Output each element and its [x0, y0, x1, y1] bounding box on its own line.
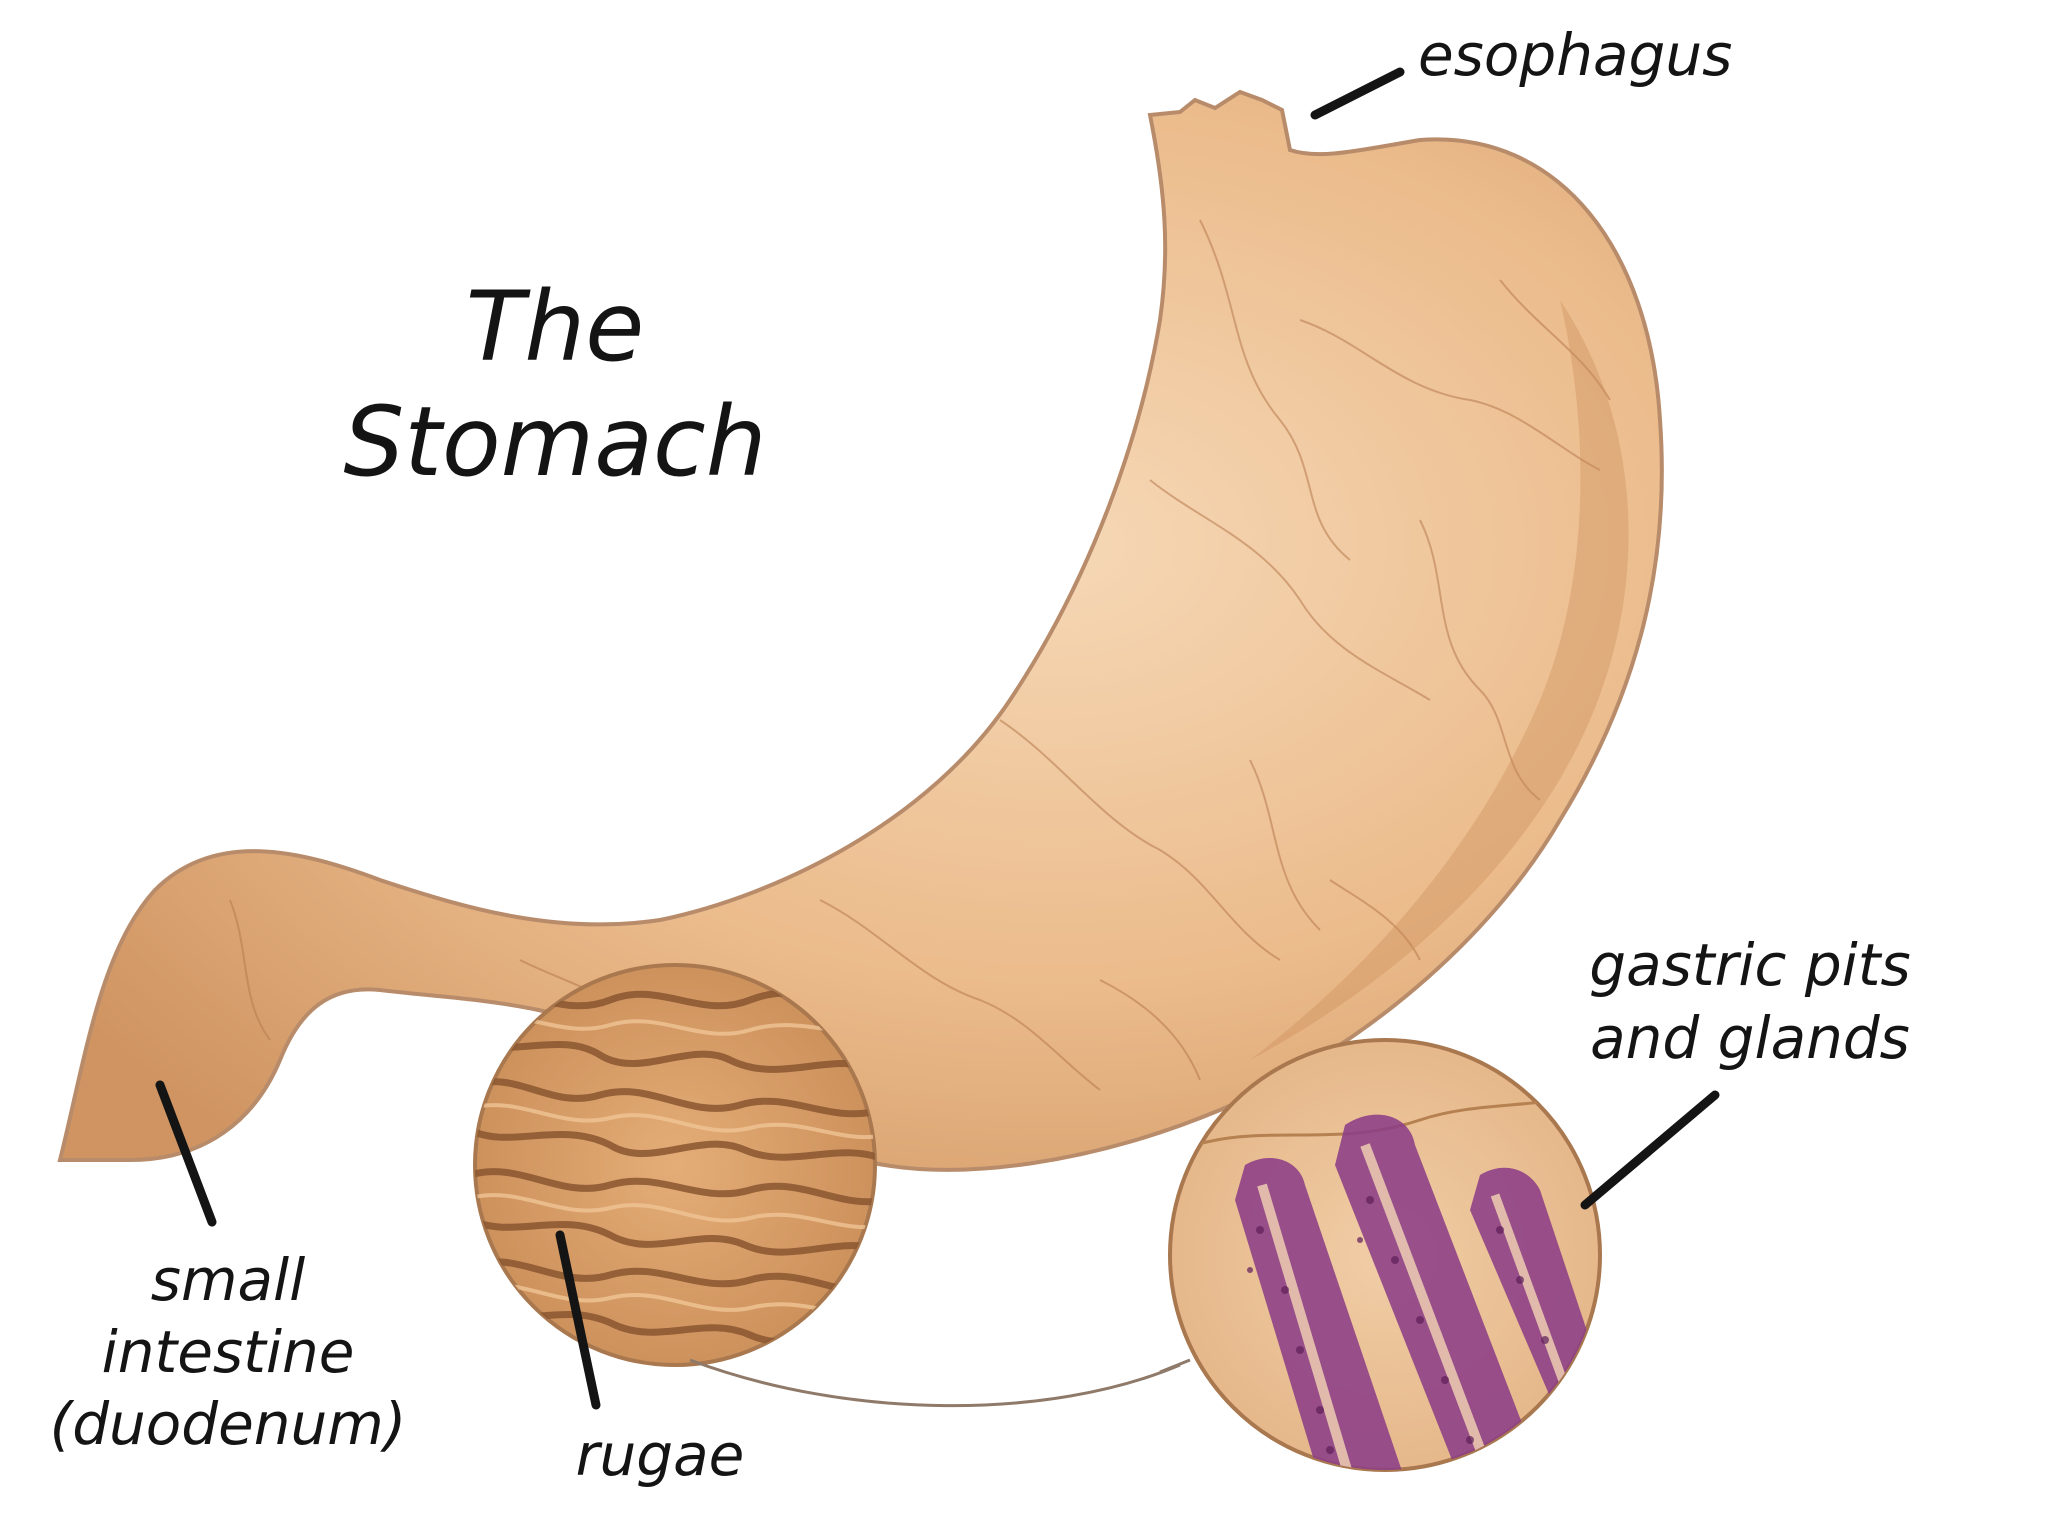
- esophagus-label: esophagus: [1418, 21, 1732, 89]
- gastric-pits-label-line2: and glands: [1590, 1004, 1910, 1072]
- rugae-label: rugae: [576, 1421, 745, 1489]
- small-intestine-label-line2: intestine: [102, 1318, 355, 1386]
- small-intestine-label-line3: (duodenum): [50, 1390, 407, 1458]
- stomach-illustration: [57, 89, 1664, 1172]
- esophagus-leader-line: [1310, 67, 1405, 120]
- rugae-magnified-circle: [473, 963, 877, 1367]
- gastric-leader-line: [1580, 1090, 1720, 1210]
- diagram-title-line1: The: [466, 271, 645, 383]
- stomach-shading: [1250, 300, 1629, 1060]
- magnifier-connector: [689, 1358, 1181, 1408]
- small-intestine-leader-line: [155, 1080, 217, 1227]
- gastric-pits-label-line1: gastric pits: [1589, 931, 1911, 999]
- stomach-body: [57, 89, 1664, 1172]
- diagram-title-line2: Stomach: [343, 386, 766, 498]
- gastric-glands-magnified-circle: [1168, 1038, 1602, 1472]
- rugae-leader-line: [555, 1230, 601, 1410]
- small-intestine-label-line1: small: [151, 1246, 306, 1314]
- gland-circle-tail: [1159, 1358, 1191, 1374]
- vein-texture: [229, 219, 1611, 1091]
